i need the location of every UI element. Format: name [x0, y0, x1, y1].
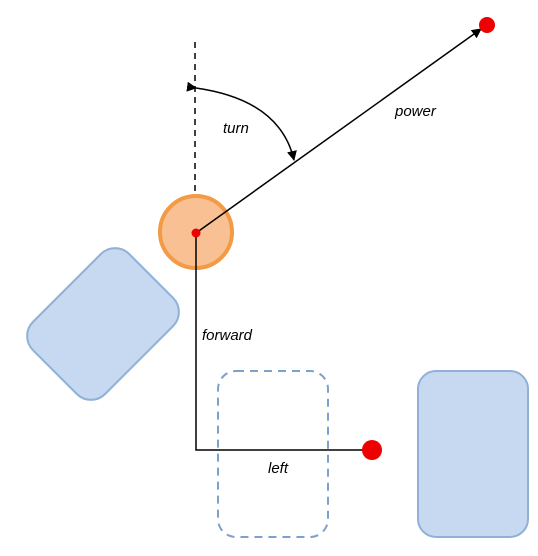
robot-center-point [191, 228, 201, 238]
left-label: left [268, 460, 289, 477]
forward-label: forward [202, 327, 253, 344]
power-end-point [479, 17, 495, 33]
target-block [417, 370, 529, 538]
turn-arc-arrow [186, 81, 297, 161]
power-label: power [394, 103, 437, 120]
turn-label: turn [223, 120, 249, 137]
tilted-block [26, 247, 180, 401]
ghost-block-outline [217, 370, 329, 538]
power-arrow [195, 28, 482, 234]
left-end-point [362, 440, 382, 460]
forward-left-path [195, 233, 372, 451]
